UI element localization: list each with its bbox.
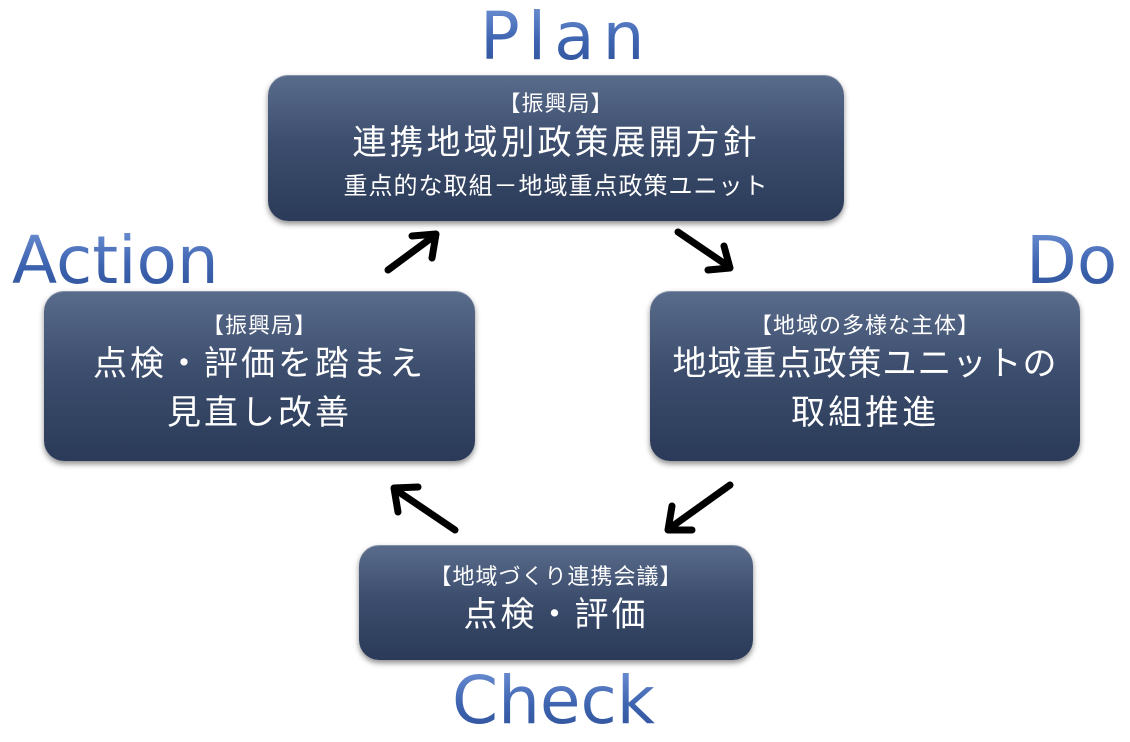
plan-title: 連携地域別政策展開方針 bbox=[352, 122, 760, 163]
plan-label: Plan bbox=[480, 0, 653, 75]
check-box: 【地域づくり連携会議】 点検・評価 bbox=[359, 545, 753, 660]
do-line1: 地域重点政策ユニットの bbox=[672, 343, 1058, 384]
do-line2: 取組推進 bbox=[791, 393, 939, 434]
plan-box: 【振興局】 連携地域別政策展開方針 重点的な取組－地域重点政策ユニット bbox=[268, 75, 844, 221]
arrow-do-to-check bbox=[664, 481, 734, 534]
arrow-action-to-plan bbox=[384, 230, 440, 274]
action-line2: 見直し改善 bbox=[167, 393, 352, 434]
plan-org: 【振興局】 bbox=[498, 92, 614, 118]
do-org: 【地域の多様な主体】 bbox=[749, 313, 980, 339]
action-line1: 点検・評価を踏まえ bbox=[93, 343, 426, 384]
check-label: Check bbox=[452, 662, 656, 739]
check-title: 点検・評価 bbox=[463, 595, 649, 636]
check-org: 【地域づくり連携会議】 bbox=[429, 564, 683, 590]
arrow-check-to-action bbox=[390, 483, 459, 534]
action-label: Action bbox=[12, 222, 219, 299]
do-box: 【地域の多様な主体】 地域重点政策ユニットの 取組推進 bbox=[650, 291, 1080, 461]
plan-subtitle: 重点的な取組－地域重点政策ユニット bbox=[343, 171, 769, 200]
do-label: Do bbox=[1026, 222, 1118, 299]
action-box: 【振興局】 点検・評価を踏まえ 見直し改善 bbox=[44, 291, 475, 461]
arrow-plan-to-do bbox=[674, 228, 734, 274]
action-org: 【振興局】 bbox=[201, 313, 317, 339]
